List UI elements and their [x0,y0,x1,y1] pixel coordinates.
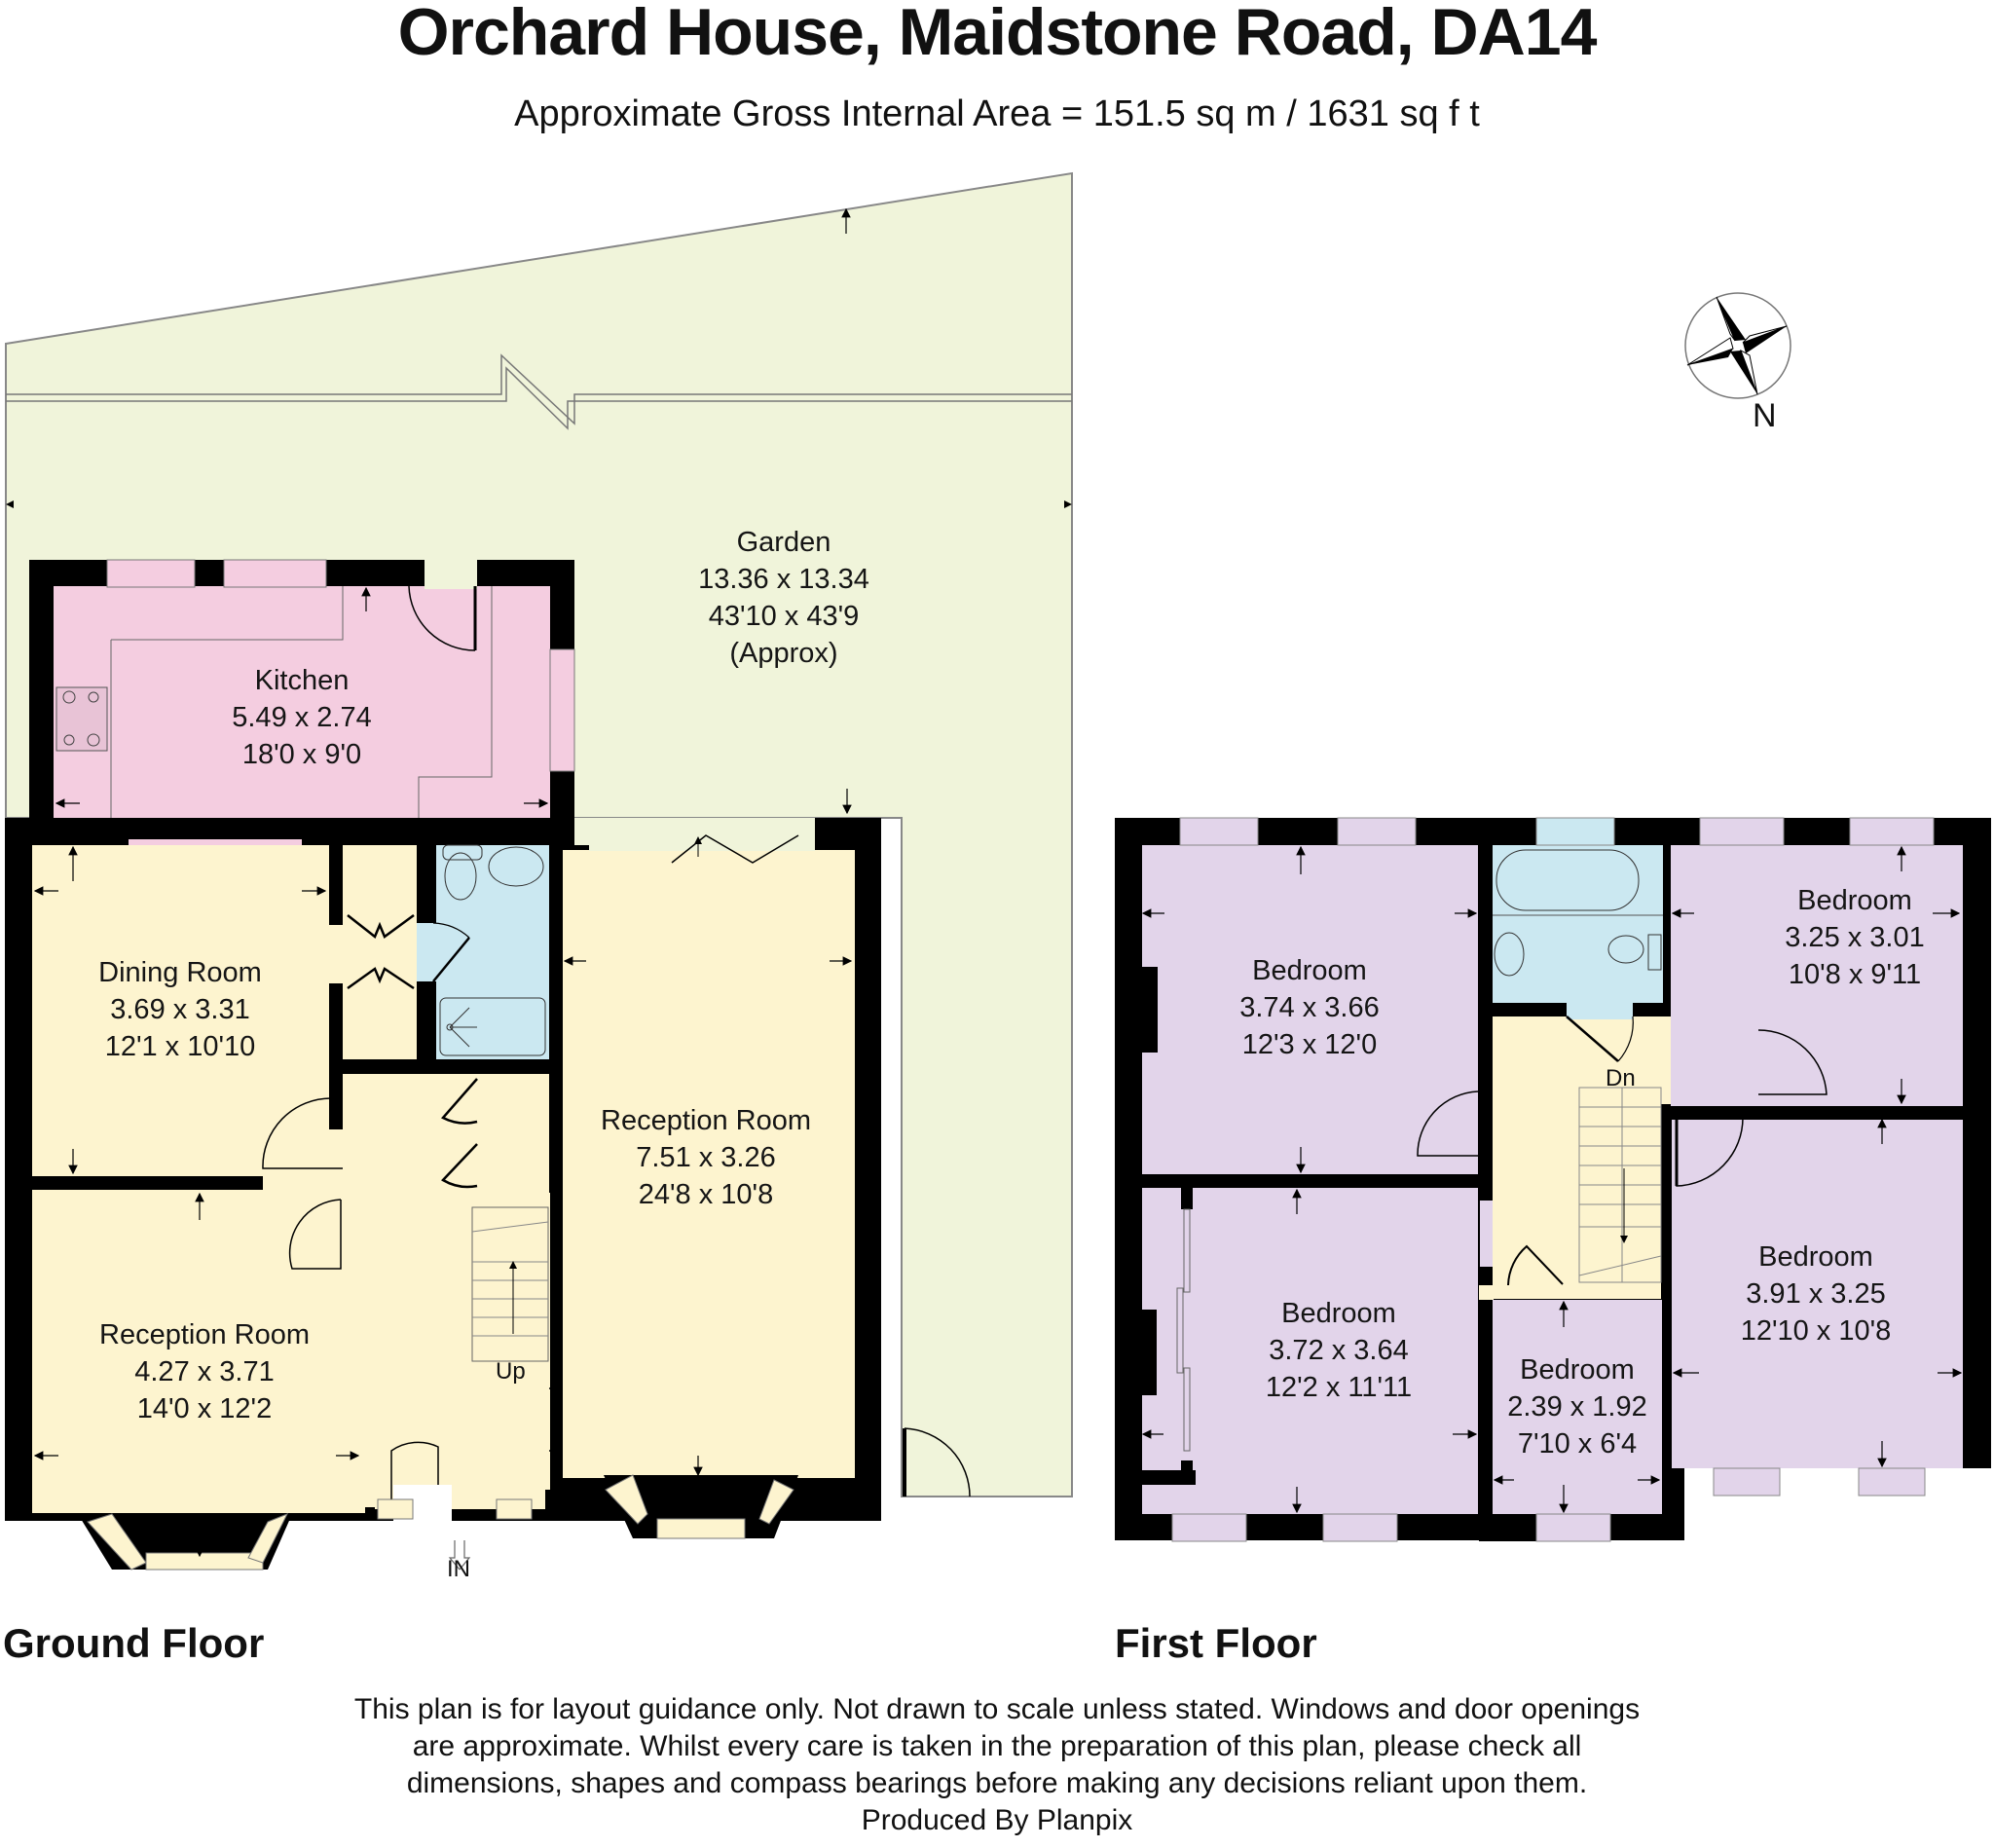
room-imperial: 12'1 x 10'10 [104,1031,256,1062]
plan-title: Orchard House, Maidstone Road, DA14 [397,0,1598,69]
room-label-bedroom-3: Bedroom 3.91 x 3.25 12'10 x 10'8 [1699,1238,1933,1349]
garden-area [5,171,1073,1497]
room-name: Bedroom [1520,1354,1635,1386]
room-label-bedroom-5: Bedroom 2.39 x 1.92 7'10 x 6'4 [1490,1351,1665,1462]
room-imperial: 24'8 x 10'8 [638,1179,774,1210]
room-metric: 2.39 x 1.92 [1507,1391,1647,1423]
room-label-garden: Garden 13.36 x 13.34 43'10 x 43'9 (Appro… [643,524,925,672]
disclaimer-line: are approximate. Whilst every care is ta… [412,1730,1582,1762]
room-name: Reception Room [99,1319,310,1350]
room-imperial: 12'2 x 11'11 [1265,1372,1413,1403]
room-name: Garden [736,527,831,558]
room-name: Kitchen [254,665,350,696]
compass-north-label: N [1753,397,1777,434]
room-label-reception-room-front: Reception Room 4.27 x 3.71 14'0 x 12'2 [58,1316,351,1427]
room-imperial: 12'10 x 10'8 [1740,1315,1892,1347]
ground-floor-label: Ground Floor [3,1620,265,1666]
room-name: Bedroom [1252,955,1367,986]
room-metric: 3.91 x 3.25 [1746,1278,1886,1310]
disclaimer-line: This plan is for layout guidance only. N… [353,1693,1641,1725]
room-name: Dining Room [98,957,262,988]
room-label-bedroom-2: Bedroom 3.25 x 3.01 10'8 x 9'11 [1738,882,1972,993]
disclaimer: This plan is for layout guidance only. N… [195,1691,1799,1839]
room-name: Bedroom [1758,1241,1873,1273]
room-name: Bedroom [1281,1298,1396,1329]
producer-credit: Produced By Planpix [861,1804,1133,1836]
room-imperial: 14'0 x 12'2 [136,1393,273,1424]
room-metric: 5.49 x 2.74 [232,702,372,733]
first-floor-plan [1115,817,1991,1556]
entrance-label: IN [447,1556,470,1582]
room-metric: 3.69 x 3.31 [110,994,250,1025]
room-metric: 3.25 x 3.01 [1785,922,1925,953]
gross-internal-area: Approximate Gross Internal Area = 151.5 … [514,93,1480,134]
room-imperial: 12'3 x 12'0 [1241,1029,1378,1060]
disclaimer-line: dimensions, shapes and compass bearings … [406,1767,1588,1799]
room-imperial: 7'10 x 6'4 [1517,1428,1638,1460]
room-imperial: 43'10 x 43'9 [708,601,860,632]
room-imperial: 10'8 x 9'11 [1788,959,1922,990]
north-compass-rose-icon [1684,292,1791,399]
room-label-reception-room-rear: Reception Room 7.51 x 3.26 24'8 x 10'8 [565,1102,847,1213]
room-metric: 13.36 x 13.34 [698,564,869,595]
room-metric: 7.51 x 3.26 [636,1142,776,1173]
room-label-kitchen: Kitchen 5.49 x 2.74 18'0 x 9'0 [195,662,409,773]
stairs-up-label: Up [496,1358,526,1385]
stairs-down-label: Dn [1606,1065,1636,1091]
room-imperial: 18'0 x 9'0 [241,739,362,770]
room-name: Reception Room [601,1105,811,1136]
entrance-arrow-icon [448,1540,471,1571]
room-name: Bedroom [1797,885,1912,916]
first-floor-label: First Floor [1115,1620,1317,1666]
room-note: (Approx) [729,638,838,669]
ground-floor-plan [5,559,881,1571]
room-label-bedroom-4: Bedroom 3.72 x 3.64 12'2 x 11'11 [1222,1295,1456,1406]
room-metric: 4.27 x 3.71 [134,1356,275,1387]
room-metric: 3.72 x 3.64 [1269,1335,1409,1366]
room-label-dining-room: Dining Room 3.69 x 3.31 12'1 x 10'10 [58,954,302,1065]
room-label-bedroom-1: Bedroom 3.74 x 3.66 12'3 x 12'0 [1193,952,1426,1063]
room-metric: 3.74 x 3.66 [1239,992,1380,1023]
